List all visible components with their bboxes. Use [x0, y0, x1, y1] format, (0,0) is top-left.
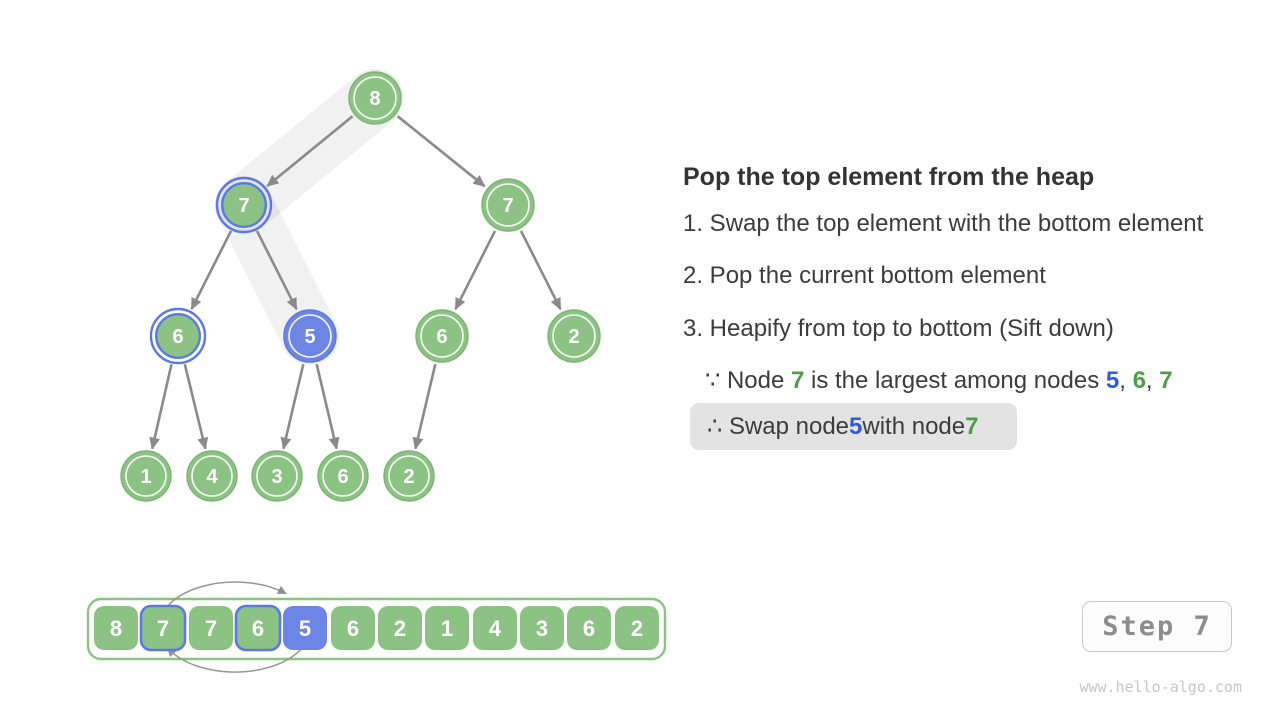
array-cell-value: 2: [631, 616, 643, 641]
tree-node: 4: [186, 450, 238, 502]
array-cell-value: 1: [441, 616, 453, 641]
panel-title: Pop the top element from the heap: [683, 163, 1095, 191]
therefore-text: with node: [862, 412, 966, 440]
tree-node-value: 6: [337, 466, 348, 488]
tree-edge: [519, 230, 562, 311]
because-node-6: 6: [1132, 367, 1146, 394]
array-cell: 3: [520, 606, 564, 650]
array-cell-value: 4: [489, 616, 502, 641]
array-cell-selected: 7: [139, 604, 187, 652]
tree-node: 2: [547, 309, 601, 363]
tree-edge: [454, 230, 497, 311]
array-cell-current: 5: [283, 606, 327, 650]
tree-edge: [149, 364, 173, 450]
tree-edge: [396, 115, 486, 188]
array-cell-value: 5: [299, 616, 311, 641]
array-cell: 6: [567, 606, 611, 650]
array-cells: 8 7 7 6 5 6 2: [94, 604, 659, 652]
array-cell-value: 6: [583, 616, 595, 641]
tree-node-value: 3: [271, 466, 282, 488]
tree-node-value: 1: [140, 466, 151, 488]
tree-node-value: 8: [369, 88, 380, 110]
array-cell-selected: 6: [234, 604, 282, 652]
therefore-text: ∴ Swap node: [707, 413, 850, 440]
tree-node-selected: 7: [215, 176, 273, 234]
array-cell-value: 2: [394, 616, 406, 641]
because-line: ∵ Node 7 is the largest among nodes 5, 6…: [705, 366, 1173, 396]
array-cell: 1: [425, 606, 469, 650]
array-cell: 4: [473, 606, 517, 650]
tree-node-root: 8: [348, 71, 402, 125]
tree-edge: [255, 230, 298, 311]
array-cell-value: 7: [157, 616, 169, 641]
tree-node: 3: [251, 450, 303, 502]
because-text: ∵ Node: [705, 367, 791, 394]
because-text: is the largest among nodes: [804, 367, 1106, 394]
tree-node-value: 5: [304, 326, 315, 348]
tree-node: 7: [481, 178, 535, 232]
tree-edge: [183, 363, 209, 450]
tree-node-value: 2: [568, 326, 579, 348]
tree-nodes: 8 7 7 6 5: [120, 71, 601, 502]
tree-edge: [266, 115, 354, 188]
tree-edge: [280, 363, 305, 450]
step-line-1: 1. Swap the top element with the bottom …: [683, 210, 1204, 237]
tree-node-value: 7: [502, 195, 513, 217]
tree-edge: [412, 363, 437, 450]
tree-node: 1: [120, 450, 172, 502]
step-line-3: 3. Heapify from top to bottom (Sift down…: [683, 315, 1114, 342]
therefore-node-7: 7: [965, 412, 979, 440]
array-cell: 8: [94, 606, 138, 650]
tree-node-current: 5: [283, 309, 337, 363]
tree-edge: [315, 363, 340, 450]
tree-node-value: 7: [238, 195, 249, 217]
watermark: www.hello-algo.com: [1079, 678, 1242, 696]
array-cell: 2: [378, 606, 422, 650]
array-cell-value: 3: [536, 616, 548, 641]
tree-node-value: 6: [172, 326, 183, 348]
tree-node: 6: [317, 450, 369, 502]
array-cell: 2: [615, 606, 659, 650]
because-node-7: 7: [790, 367, 805, 394]
step-badge: Step 7: [1082, 601, 1232, 652]
tree-node-value: 4: [206, 466, 218, 488]
tree-node-value: 2: [403, 466, 414, 488]
because-sep: ,: [1119, 367, 1133, 394]
array-cell-value: 8: [110, 616, 122, 641]
tree-edges: [149, 115, 562, 450]
array-cell: 7: [189, 606, 233, 650]
tree-node: 2: [383, 450, 435, 502]
tree-node-value: 6: [436, 326, 447, 348]
because-node-7b: 7: [1159, 367, 1173, 394]
array-cell-value: 6: [252, 616, 264, 641]
tree-edge: [190, 230, 233, 311]
because-node-5: 5: [1105, 367, 1120, 394]
array-frame: [86, 597, 667, 661]
array-cell: 6: [331, 606, 375, 650]
step-line-2: 2. Pop the current bottom element: [683, 262, 1046, 289]
sift-path-highlight: [215, 69, 404, 365]
because-sep: ,: [1145, 367, 1160, 394]
array-cell-value: 7: [205, 616, 217, 641]
therefore-box: ∴ Swap node 5 with node 7: [690, 403, 1017, 450]
tree-node-selected: 6: [149, 307, 207, 365]
tree-node: 6: [415, 309, 469, 363]
array-cell-value: 6: [347, 616, 359, 641]
therefore-node-5: 5: [849, 412, 863, 440]
